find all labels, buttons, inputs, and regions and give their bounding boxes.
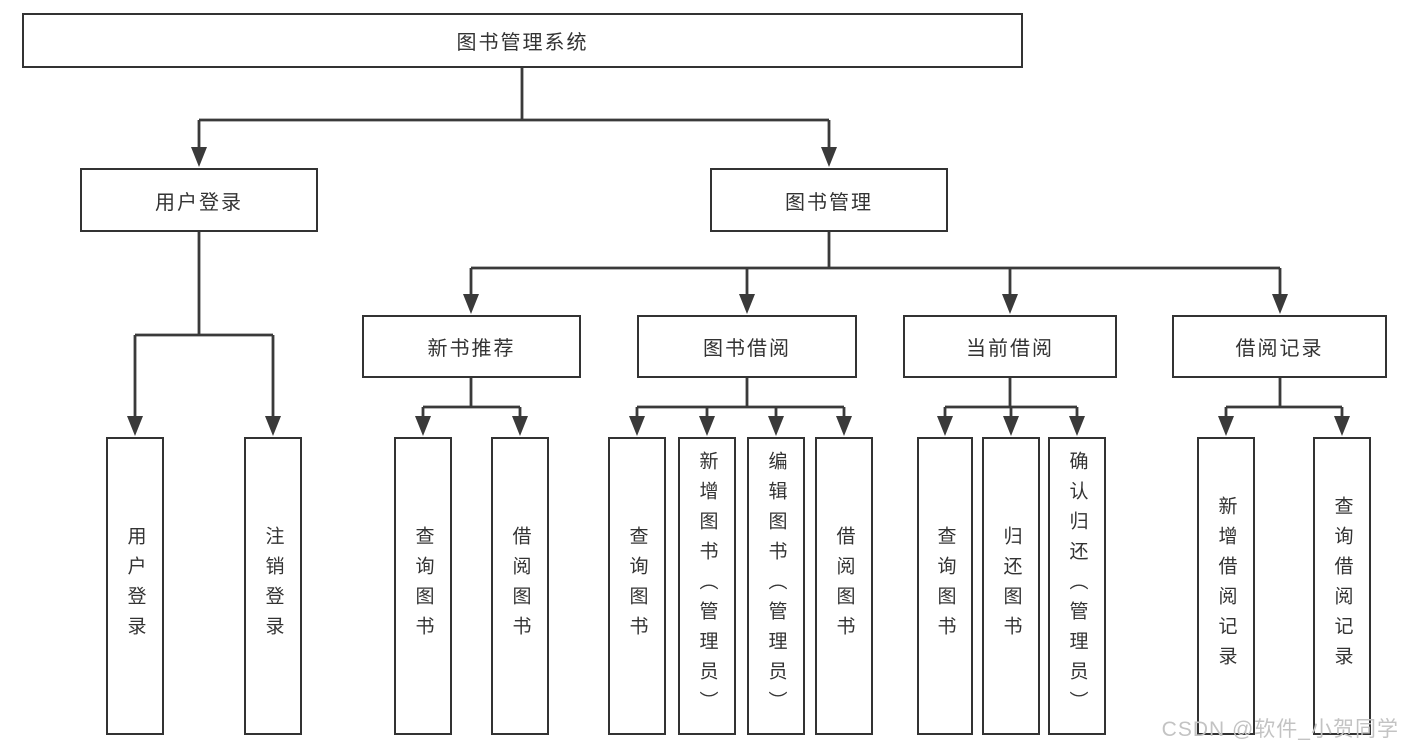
leaf-current-confirm-return-admin: 确认归还（管理员） — [1048, 437, 1106, 735]
leaf-logout: 注销登录 — [244, 437, 302, 735]
node-user-login: 用户登录 — [80, 168, 318, 232]
leaf-borrow-query-books: 查询图书 — [608, 437, 666, 735]
leaf-records-add-borrow-record: 新增借阅记录 — [1197, 437, 1255, 735]
node-book-borrow: 图书借阅 — [637, 315, 857, 378]
leaf-current-query-books: 查询图书 — [917, 437, 973, 735]
leaf-user-login: 用户登录 — [106, 437, 164, 735]
leaf-borrow-add-books-admin: 新增图书（管理员） — [678, 437, 736, 735]
node-current-borrow: 当前借阅 — [903, 315, 1117, 378]
csdn-watermark: CSDN @软件_小贺同学 — [1161, 718, 1399, 741]
node-borrow-records: 借阅记录 — [1172, 315, 1387, 378]
leaf-recommend-query-books: 查询图书 — [394, 437, 452, 735]
node-book-management: 图书管理 — [710, 168, 948, 232]
leaf-recommend-borrow-books: 借阅图书 — [491, 437, 549, 735]
leaf-borrow-borrow-books: 借阅图书 — [815, 437, 873, 735]
leaf-borrow-edit-books-admin: 编辑图书（管理员） — [747, 437, 805, 735]
node-root-library-system: 图书管理系统 — [22, 13, 1023, 68]
node-new-book-recommend: 新书推荐 — [362, 315, 581, 378]
leaf-current-return-books: 归还图书 — [982, 437, 1040, 735]
leaf-records-query-borrow-record: 查询借阅记录 — [1313, 437, 1371, 735]
